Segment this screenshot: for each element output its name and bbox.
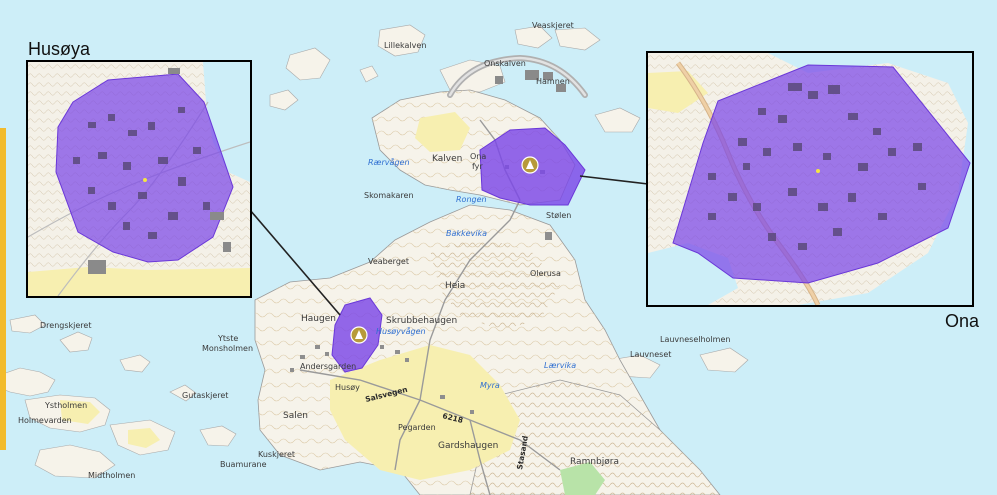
inset-title-husoya: Husøya <box>28 39 91 59</box>
label-haugen: Haugen <box>301 314 336 324</box>
west-islets <box>0 314 237 479</box>
label-heia: Heia <box>445 281 465 291</box>
label-salen: Salen <box>283 411 308 421</box>
label-ramnbjora: Ramnbjøra <box>570 457 619 467</box>
label-raervagen: Rærvågen <box>368 157 410 167</box>
label-veaberget: Veaberget <box>368 257 409 266</box>
farmland <box>330 345 605 495</box>
inset-ona[interactable] <box>646 51 974 307</box>
label-veaskjeret: Veaskjeret <box>532 21 574 30</box>
label-drengskjeret: Drengskjeret <box>40 321 91 330</box>
label-ystholmen: Ystholmen <box>44 401 87 410</box>
polygon-husoy[interactable] <box>331 297 383 373</box>
label-hamnen: Hamnen <box>536 77 570 86</box>
north-islets <box>269 24 749 379</box>
label-pegarden: Pegarden <box>398 423 436 432</box>
breakwater-inner <box>448 56 587 97</box>
label-lillekalven: Lillekalven <box>384 41 426 50</box>
accent-bar <box>0 128 6 450</box>
label-husoy: Husøy <box>335 383 360 392</box>
label-gutaskjeret: Gutaskjeret <box>182 391 228 400</box>
label-bakkevika: Bakkevika <box>446 229 487 238</box>
label-ona: Ona <box>470 152 486 161</box>
label-kalven: Kalven <box>432 154 462 164</box>
inset-husoya-map <box>28 62 250 296</box>
leader-line-ona <box>579 175 649 185</box>
label-ytste: Ytste <box>217 334 238 343</box>
label-fyr: fyr <box>472 162 483 171</box>
leader-line-husoya <box>249 209 341 316</box>
label-lauvneselholmen: Lauvneselholmen <box>660 335 730 344</box>
inset-marker-ona <box>816 169 820 173</box>
label-laervika: Lærvika <box>544 361 576 370</box>
label-stolen: Stølen <box>546 211 571 220</box>
label-gardshaugen: Gardshaugen <box>438 441 498 451</box>
label-olerusa: Olerusa <box>530 269 561 278</box>
inset-husoya[interactable] <box>26 60 252 298</box>
church-icon[interactable] <box>350 326 368 344</box>
label-andersgarden: Andersgarden <box>300 362 356 371</box>
label-midtholmen: Midtholmen <box>88 471 135 480</box>
inset-marker-husoya <box>143 178 147 182</box>
label-kuskjeret: Kuskjeret <box>258 450 295 459</box>
label-holmevarden: Holmevarden <box>18 416 72 425</box>
label-skomakaren: Skomakaren <box>364 191 414 200</box>
church-icon[interactable] <box>521 156 539 174</box>
label-onskalven: Onskalven <box>484 59 526 68</box>
inset-polygon-ona[interactable] <box>672 64 971 284</box>
label-myra: Myra <box>480 381 500 390</box>
label-husoyvagen: Husøyvågen <box>376 326 426 336</box>
label-skrubbehaugen: Skrubbehaugen <box>386 316 457 326</box>
island-south <box>469 379 721 495</box>
place-labels: Lillekalven Veaskjeret Onskalven Hamnen … <box>18 21 730 480</box>
polygon-ona[interactable] <box>479 127 586 206</box>
inset-title-ona: Ona <box>945 311 980 331</box>
inset-ona-map <box>648 53 972 305</box>
harbour-buildings <box>495 70 566 92</box>
west-farmland <box>60 400 160 448</box>
label-lauvneset: Lauvneset <box>630 350 671 359</box>
label-buamurane: Buamurane <box>220 460 267 469</box>
label-monsholmen: Monsholmen <box>202 344 253 353</box>
label-rongen: Rongen <box>456 195 487 204</box>
